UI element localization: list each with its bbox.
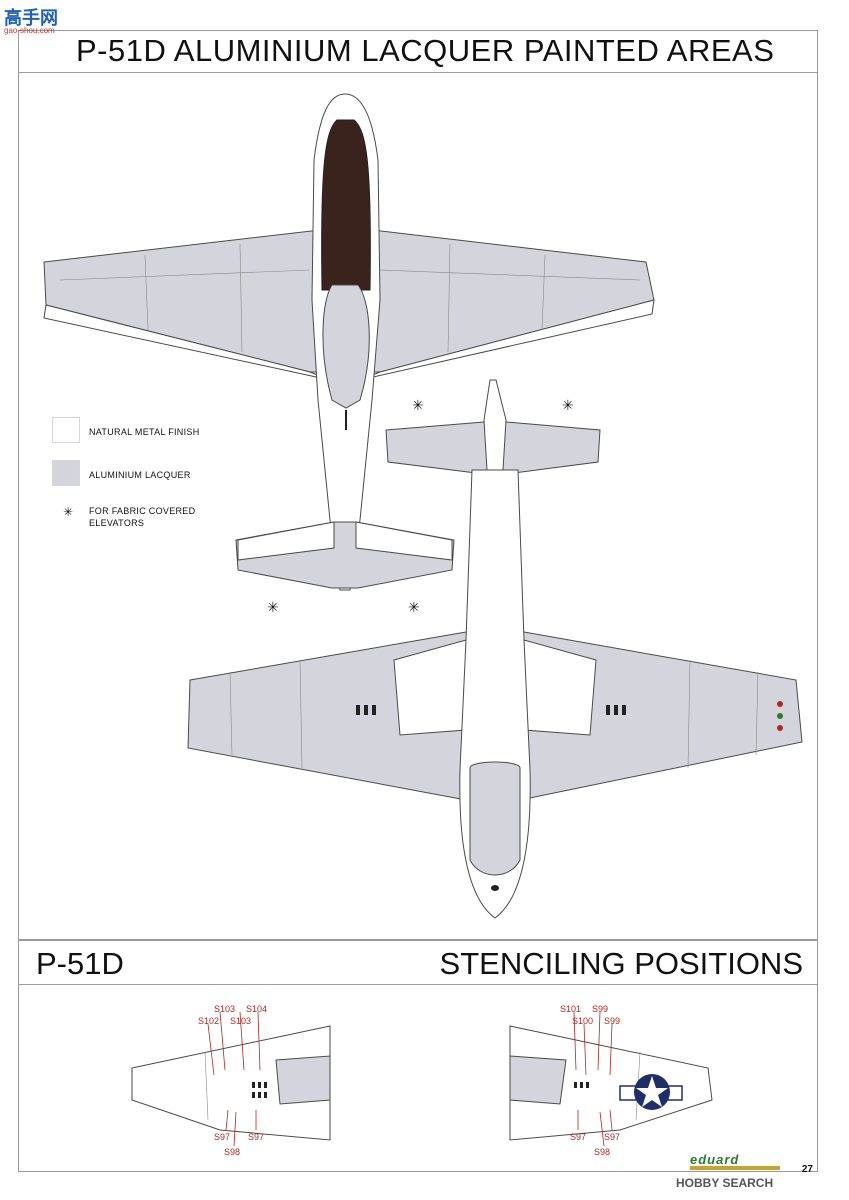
hobby-search-watermark: HOBBY SEARCH xyxy=(676,1176,774,1190)
site-watermark: 高手网 gao-shou.com xyxy=(2,2,70,36)
page-title: P-51D ALUMINIUM LACQUER PAINTED AREAS xyxy=(76,33,775,68)
legend-swatch-aluminium-lacquer xyxy=(52,460,80,486)
stencil-title-divider xyxy=(18,984,818,985)
page-number: 27 xyxy=(801,1164,813,1175)
elevator-asterisk: ✳ xyxy=(408,599,420,615)
stencil-right-view xyxy=(509,1011,713,1147)
stencil-label: S104 xyxy=(246,1004,267,1014)
radiator-scoop xyxy=(469,761,521,876)
gun-ports xyxy=(356,705,626,715)
stencil-label: S100 xyxy=(572,1016,593,1026)
legend-label: NATURAL METAL FINISH xyxy=(89,427,200,437)
asterisk-icon: ✳ xyxy=(63,505,74,519)
stencil-label: S97 xyxy=(214,1132,230,1142)
elevator-asterisk: ✳ xyxy=(562,397,574,413)
top-view-left-elevator-fwd xyxy=(237,521,335,561)
stencil-panel-frame xyxy=(18,940,818,1172)
bottom-view-aircraft: ✳ ✳ xyxy=(187,379,803,919)
anti-glare-panel xyxy=(321,119,371,291)
stencil-label: S97 xyxy=(248,1132,264,1142)
stencil-label: S97 xyxy=(604,1132,620,1142)
paint-legend: NATURAL METAL FINISH ALUMINIUM LACQUER ✳… xyxy=(52,415,272,535)
stencil-label: S98 xyxy=(594,1147,610,1157)
brand-logo-bar xyxy=(690,1166,780,1170)
elevator-asterisk: ✳ xyxy=(412,397,424,413)
top-panel-frame xyxy=(18,30,818,940)
site-watermark-url: gao-shou.com xyxy=(4,26,55,35)
stencil-section-title: STENCILING POSITIONS xyxy=(439,946,803,981)
stencil-label: S103 xyxy=(214,1004,235,1014)
title-divider xyxy=(18,72,818,73)
us-insignia xyxy=(619,1074,683,1110)
elevator-asterisk: ✳ xyxy=(267,599,279,615)
stencil-label: S101 xyxy=(560,1004,581,1014)
top-view-aircraft: ✳ ✳ xyxy=(43,93,655,615)
top-view-right-elevator-fwd xyxy=(355,521,453,561)
site-watermark-name: 高手网 xyxy=(4,8,58,28)
stencil-label: S99 xyxy=(592,1004,608,1014)
stencil-left-view xyxy=(131,1011,331,1147)
top-view-canopy xyxy=(322,284,370,409)
legend-label: FOR FABRIC COVERED ELEVATORS xyxy=(89,506,196,528)
stencil-label: S99 xyxy=(604,1016,620,1026)
legend-label: ALUMINIUM LACQUER xyxy=(89,470,191,480)
stencil-label: S103 xyxy=(230,1016,251,1026)
brand-logo: eduard xyxy=(690,1152,740,1167)
stencil-label: S98 xyxy=(224,1147,240,1157)
stencil-label: S97 xyxy=(570,1132,586,1142)
stencil-section-model: P-51D xyxy=(36,946,124,981)
legend-swatch-natural-metal xyxy=(52,417,80,443)
stencil-label: S102 xyxy=(198,1016,219,1026)
